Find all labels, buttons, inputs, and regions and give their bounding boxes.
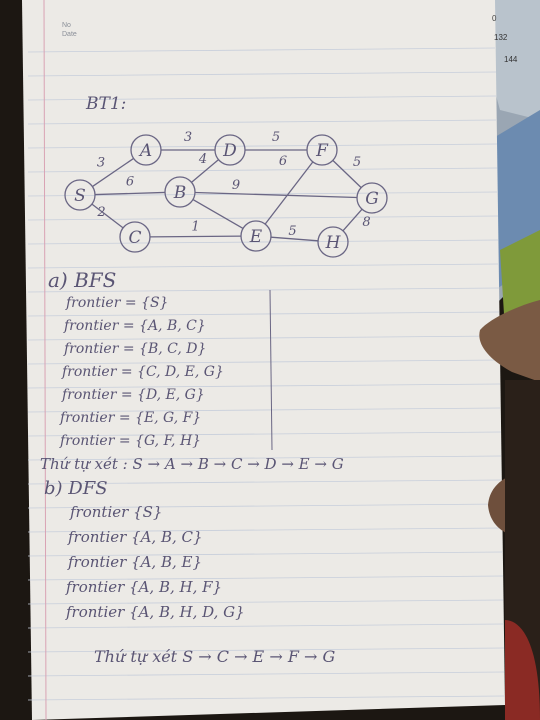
node-h-label: H [325, 233, 342, 253]
edge-b-e [192, 198, 244, 230]
edge-f-g [332, 159, 362, 189]
edge-weight-e-h: 5 [288, 224, 296, 239]
red-object [505, 620, 540, 720]
dfs-order: Thứ tự xét S → C → E → F → G [94, 647, 336, 666]
header-no: No [62, 22, 71, 29]
dfs-line-2: frontier {A, B, C} [68, 528, 203, 546]
node-a-label: A [138, 141, 152, 161]
edge-weight-b-g: 9 [232, 178, 240, 193]
edge-weight-s-c: 2 [96, 205, 105, 220]
book-number-132: 132 [494, 33, 508, 42]
node-f-label: F [315, 141, 329, 161]
edge-s-c [91, 203, 124, 229]
header-date: Date [62, 31, 77, 38]
bfs-heading: a) BFS [48, 268, 117, 292]
bfs-line-2: frontier = {A, B, C} [64, 318, 206, 334]
node-g-circle [356, 182, 388, 214]
margin-line [43, 0, 47, 720]
edge-b-g [194, 191, 358, 199]
bfs-line-5: frontier = {D, E, G} [62, 387, 205, 403]
book-number-144: 144 [504, 55, 518, 64]
node-s-circle [64, 179, 96, 211]
bfs-line-4: frontier = {C, D, E, G} [62, 364, 224, 380]
graph-edges [91, 149, 363, 242]
dfs-line-4: frontier {A, B, H, F} [66, 578, 223, 596]
node-c-circle [119, 221, 151, 253]
edge-weight-a-d: 3 [184, 130, 192, 145]
notebook-page [22, 0, 505, 720]
node-g-label: G [365, 189, 379, 209]
edge-h-g [342, 208, 363, 232]
node-a-circle [130, 134, 162, 166]
node-s-label: S [74, 186, 86, 206]
edge-weight-h-g: 8 [362, 215, 370, 230]
dfs-line-3: frontier {A, B, E} [68, 553, 203, 571]
graph-nodes: S A B C D E F G H [64, 134, 388, 258]
edge-weight-f-g: 5 [353, 155, 361, 170]
bfs-line-6: frontier = {E, G, F} [60, 410, 202, 426]
book-number-0: 0 [492, 14, 497, 23]
node-f-circle [306, 134, 338, 166]
edge-b-d [191, 159, 219, 183]
edge-e-f [264, 161, 314, 225]
edge-weight-b-d: 4 [198, 152, 207, 167]
exercise-title: BT1: [86, 94, 127, 114]
node-e-label: E [249, 227, 263, 247]
edge-weight-s-a: 3 [97, 156, 105, 171]
node-e-circle [240, 220, 272, 252]
node-d-label: D [222, 141, 237, 161]
bfs-line-3: frontier = {B, C, D} [64, 341, 207, 357]
dfs-heading: b) DFS [44, 478, 108, 499]
edge-weight-d-f: 5 [272, 130, 280, 145]
edge-s-a [92, 157, 134, 188]
bfs-line-1: frontier = {S} [66, 295, 169, 311]
node-b-circle [164, 176, 196, 208]
node-c-label: C [128, 228, 141, 248]
bfs-order: Thứ tự xét : S → A → B → C → D → E → G [40, 455, 344, 473]
dfs-line-5: frontier {A, B, H, D, G} [66, 603, 245, 621]
bfs-divider [269, 289, 273, 451]
edge-weight-s-b: 6 [126, 175, 134, 190]
edge-c-e [149, 235, 242, 238]
bfs-line-7: frontier = {G, F, H} [60, 433, 202, 449]
node-b-label: B [173, 183, 187, 203]
edge-s-b [94, 191, 166, 196]
node-d-circle [214, 134, 246, 166]
dfs-line-1: frontier {S} [70, 503, 163, 521]
edge-weight-c-e: 1 [191, 220, 199, 235]
ruled-lines [27, 47, 505, 701]
edge-weight-e-f: 6 [279, 154, 287, 169]
edge-e-h [270, 236, 319, 242]
thumb [479, 300, 540, 382]
node-h-circle [317, 226, 349, 258]
